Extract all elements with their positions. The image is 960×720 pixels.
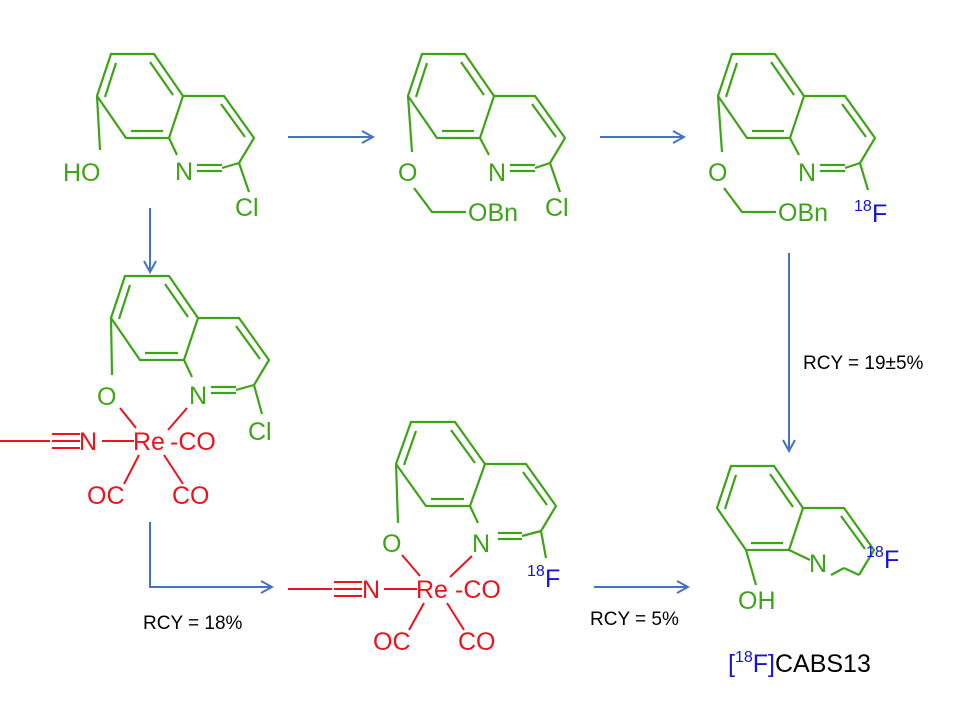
molecule-protected-fluoro	[716, 52, 877, 214]
reaction-arrows	[150, 137, 789, 587]
benzyloxy-label: OBn	[778, 199, 828, 227]
isotope-mass-label: 18	[527, 563, 545, 580]
isocyanide-nitrogen-label: N	[362, 576, 380, 604]
product-name: [18F]CABS13	[728, 649, 871, 678]
carbonyl-label: OC	[87, 482, 125, 510]
nitrogen-label: N	[472, 530, 490, 558]
bracket-open: [	[728, 650, 735, 678]
rhenium-tricarbonyl-core	[288, 554, 473, 631]
nitrogen-label: N	[189, 382, 207, 410]
carbonyl-label: -CO	[455, 576, 501, 604]
molecule-chloroquinolinol	[95, 52, 256, 193]
rhenium-tricarbonyl-core	[0, 407, 188, 485]
isotope-mass-label: 18	[735, 649, 753, 666]
fluorine-label: F	[545, 565, 560, 593]
phenolate-oxygen-label: O	[97, 383, 116, 411]
carbonyl-label: OC	[373, 628, 411, 656]
rhenium-label: Re	[133, 428, 165, 456]
molecule-protected-chloro	[406, 52, 567, 214]
molecule-rhenium-chloro-ligand	[109, 274, 271, 415]
hydroxy-label: HO	[63, 159, 101, 187]
molecule-rhenium-fluoro-ligand	[394, 420, 558, 559]
yield-label: RCY = 18%	[143, 613, 243, 634]
fluorine-bracket-close: F]	[753, 650, 775, 678]
isocyanide-nitrogen-label: N	[79, 428, 97, 456]
nitrogen-label: N	[175, 158, 193, 186]
carbonyl-label: CO	[458, 628, 496, 656]
carbonyl-label: -CO	[170, 428, 216, 456]
molecule-cabs13	[715, 464, 876, 586]
rhenium-label: Re	[416, 576, 448, 604]
fluorine-label: F	[872, 200, 887, 228]
chloro-label: Cl	[235, 194, 259, 222]
compound-code: CABS13	[775, 650, 871, 678]
nitrogen-label: N	[488, 159, 506, 187]
hydroxy-label: OH	[738, 587, 776, 615]
yield-label: RCY = 5%	[590, 609, 679, 630]
chloro-label: Cl	[248, 418, 272, 446]
isotope-mass-label: 18	[854, 198, 872, 215]
nitrogen-label: N	[809, 550, 827, 578]
isotope-mass-label: 18	[866, 544, 884, 561]
nitrogen-label: N	[798, 159, 816, 187]
benzyloxy-label: OBn	[468, 199, 518, 227]
chloro-label: Cl	[545, 194, 569, 222]
yield-label: RCY = 19±5%	[803, 353, 924, 374]
ether-oxygen-label: O	[398, 159, 417, 187]
carbonyl-label: CO	[172, 482, 210, 510]
phenolate-oxygen-label: O	[382, 530, 401, 558]
fluorine-label: F	[884, 546, 899, 574]
ether-oxygen-label: O	[708, 159, 727, 187]
arrow-elbow-right-icon	[149, 522, 271, 587]
